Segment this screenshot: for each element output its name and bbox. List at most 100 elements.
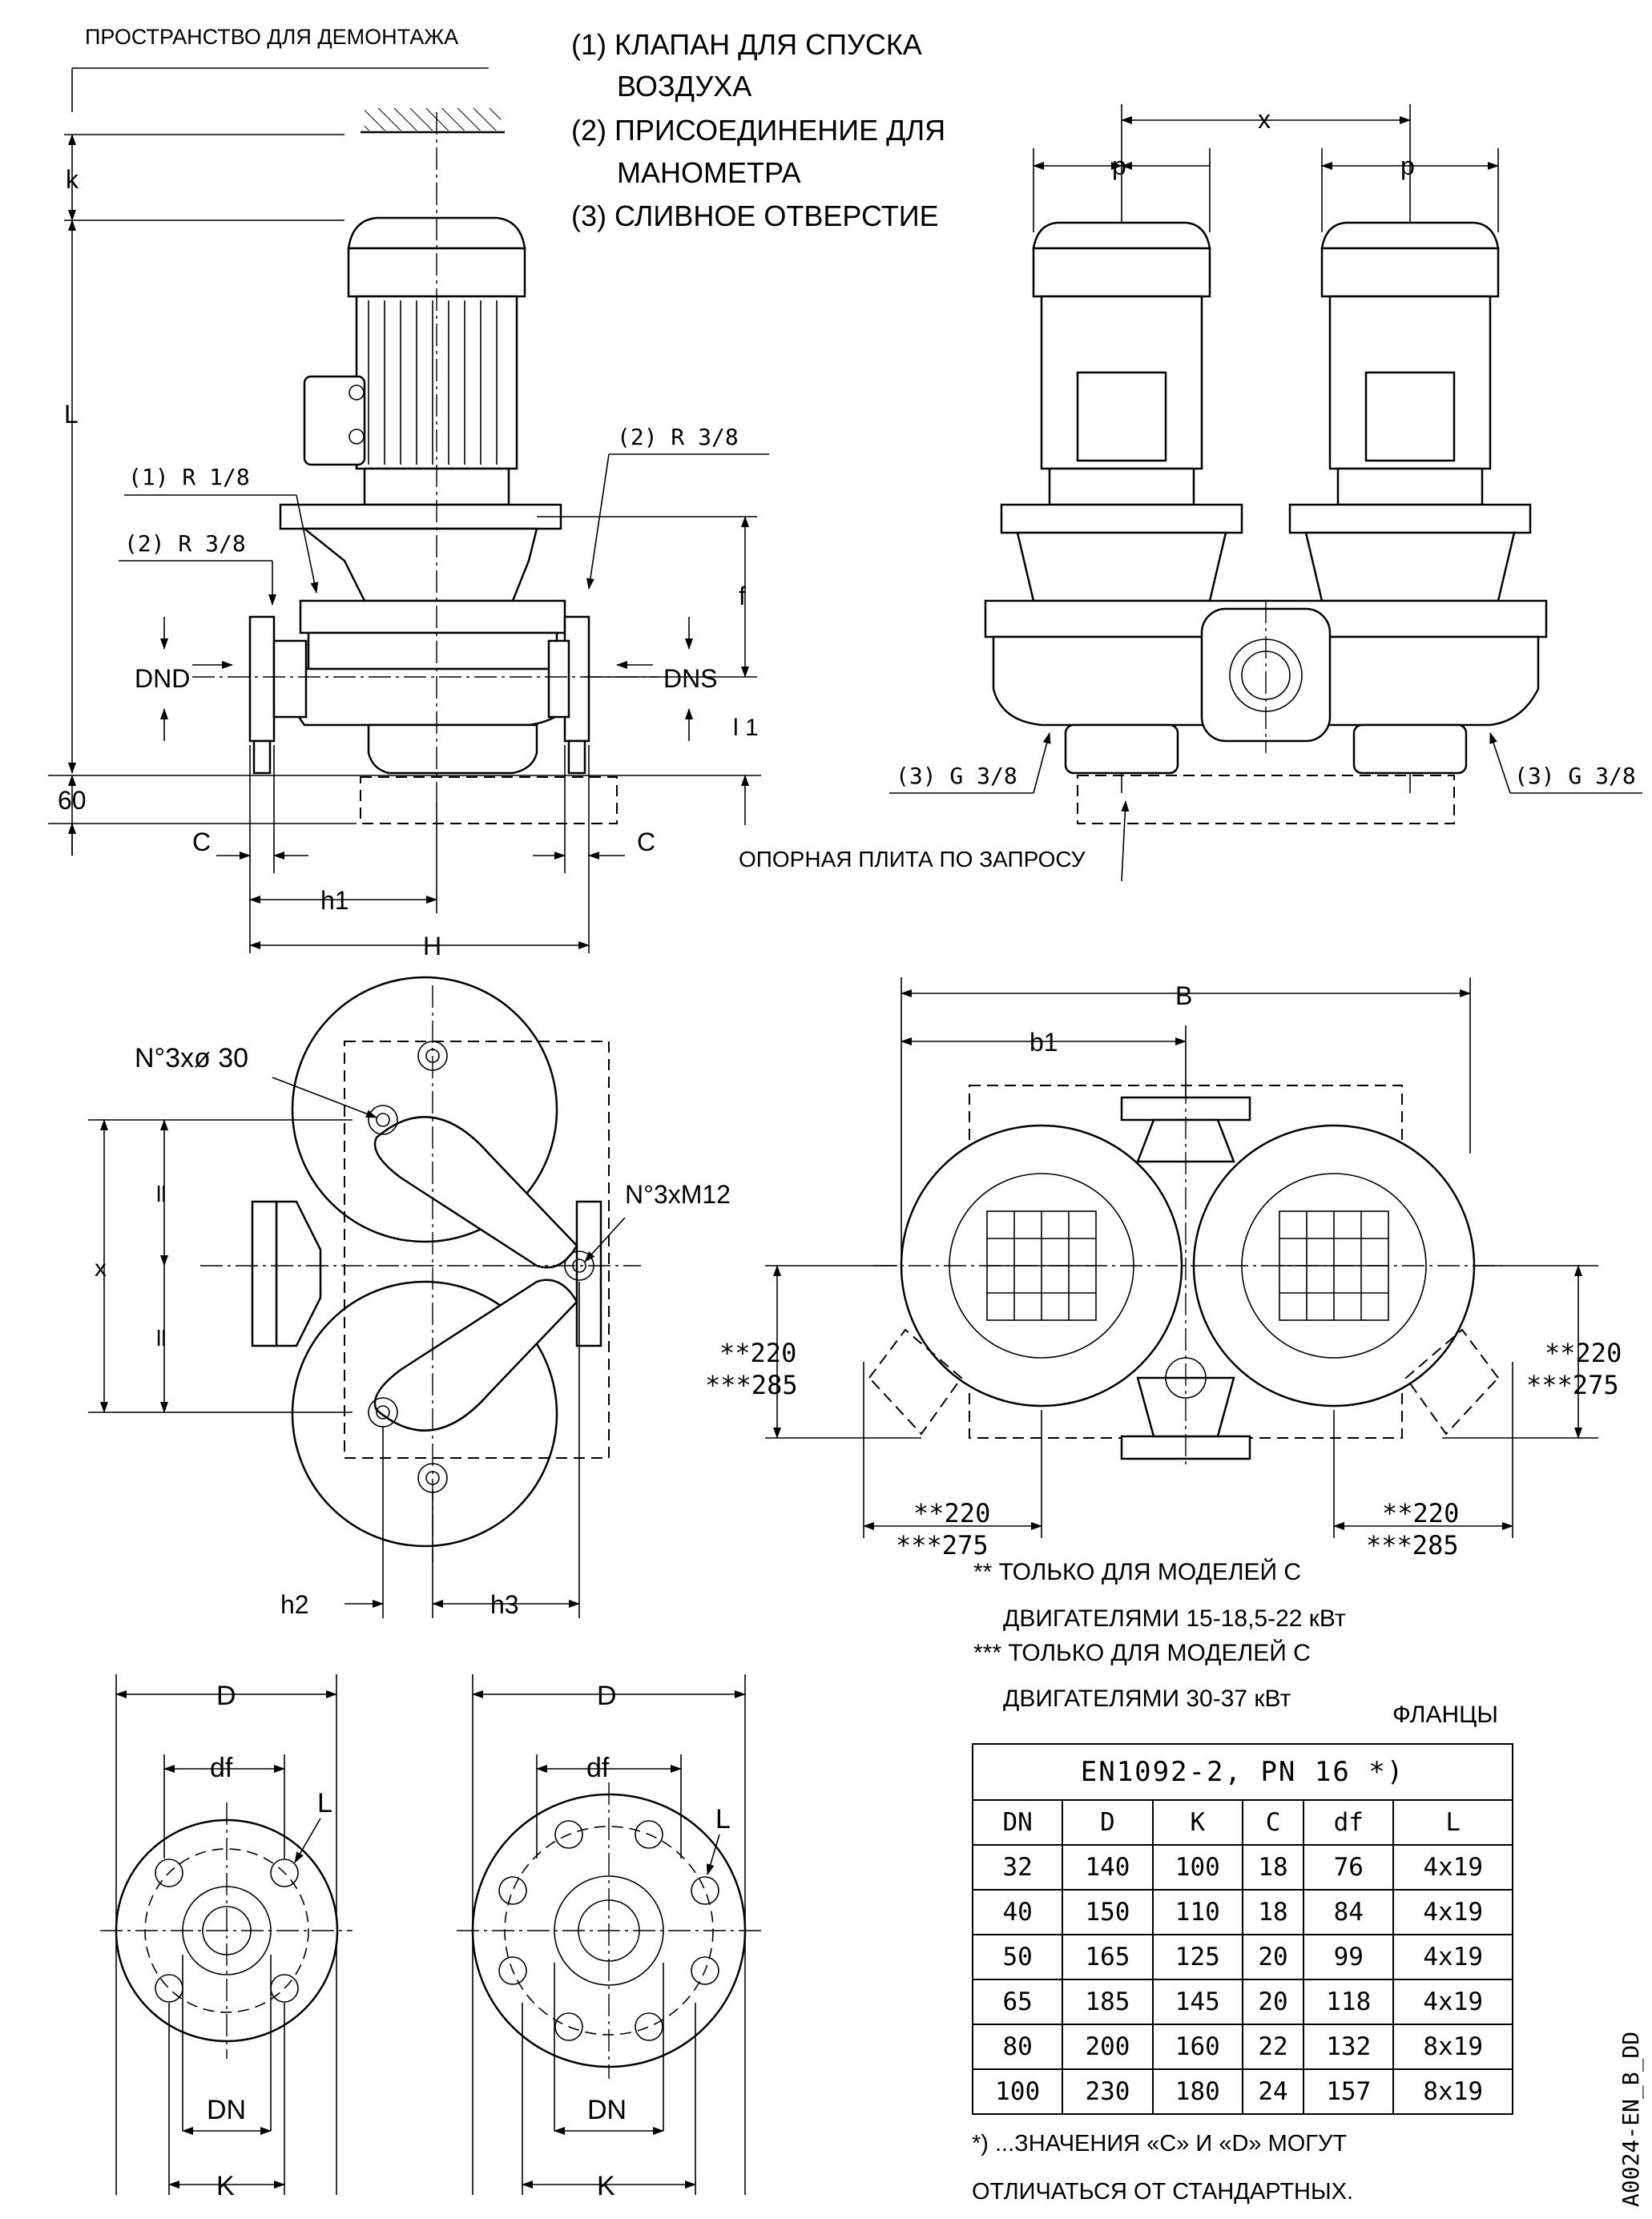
col-D: D xyxy=(1062,1799,1154,1846)
front-view: x p p (3) G 3/8 xyxy=(739,104,1642,882)
table-cell: 150 xyxy=(1062,1889,1154,1935)
table-cell: 80 xyxy=(971,2024,1064,2070)
flange-table-caption: ФЛАНЦЫ xyxy=(1392,1702,1498,1728)
table-cell: 84 xyxy=(1303,1889,1395,1935)
table-cell: 8x19 xyxy=(1392,2024,1513,2070)
table-cell: 4x19 xyxy=(1392,1889,1513,1935)
label-g38-left: (3) G 3/8 xyxy=(896,763,1017,789)
label-r18: (1) R 1/8 xyxy=(128,464,250,490)
top-view: N°3xø 30 N°3xM12 x ll ll h2 h3 xyxy=(88,976,731,1619)
label-g38-right: (3) G 3/8 xyxy=(1514,763,1636,789)
dim-h1: h1 xyxy=(320,886,349,915)
dim-h3: h3 xyxy=(490,1590,519,1619)
flange2-K: K xyxy=(597,2171,615,2201)
dim-l1: l 1 xyxy=(733,715,759,741)
table-cell: 132 xyxy=(1303,2024,1395,2070)
flange1-L: L xyxy=(317,1788,332,1818)
dim-p-right: p xyxy=(1400,151,1415,180)
flange2-L: L xyxy=(715,1804,731,1834)
col-K: K xyxy=(1151,1799,1243,1846)
table-cell: 8x19 xyxy=(1392,2068,1513,2115)
flange-8-hole: D df L DN K xyxy=(457,1674,761,2201)
table-cell: 230 xyxy=(1062,2068,1154,2115)
table-cell: 24 xyxy=(1241,2068,1305,2115)
dim-DND: DND xyxy=(135,664,190,693)
legend-item1-line1: (1) КЛАПАН ДЛЯ СПУСКА xyxy=(571,28,922,61)
table-cell: 18 xyxy=(1241,1844,1305,1891)
table-cell: 145 xyxy=(1151,1979,1243,2025)
dim-bl-275: ***275 xyxy=(896,1530,989,1561)
dim-B: B xyxy=(1175,981,1192,1010)
table-cell: 65 xyxy=(971,1979,1064,2025)
dim-C-right: C xyxy=(637,828,655,856)
note1-line2: ДВИГАТЕЛЯМИ 15-18,5-22 кВт xyxy=(1003,1605,1346,1632)
drawing-code: A0024-EN_B_DD xyxy=(1618,2032,1645,2207)
table-cell: 185 xyxy=(1062,1979,1154,2025)
dim-h2: h2 xyxy=(280,1590,309,1619)
col-df: df xyxy=(1303,1799,1395,1846)
table-cell: 50 xyxy=(971,1934,1064,1980)
col-DN: DN xyxy=(971,1799,1064,1846)
base-plate-label: ОПОРНАЯ ПЛИТА ПО ЗАПРОСУ xyxy=(739,847,1086,872)
plan-view: B b1 **220 ***285 **220 xyxy=(705,977,1622,1561)
flange-table-title: EN1092-2, PN 16 *) xyxy=(972,1743,1513,1801)
table-cell: 125 xyxy=(1151,1934,1243,1980)
dim-k: k xyxy=(66,165,79,194)
table-cell: 4x19 xyxy=(1392,1934,1513,1980)
note2-line2: ДВИГАТЕЛЯМИ 30-37 кВт xyxy=(1003,1685,1291,1712)
label-r38-right: (2) R 3/8 xyxy=(617,424,739,450)
dim-DNS: DNS xyxy=(663,664,718,693)
table-cell: 18 xyxy=(1241,1889,1305,1935)
flange1-df: df xyxy=(210,1753,233,1783)
legend-item2-line1: (2) ПРИСОЕДИНЕНИЕ ДЛЯ xyxy=(571,114,945,147)
dim-bl-220: **220 xyxy=(913,1498,990,1528)
side-view: k L xyxy=(48,67,769,960)
table-cell: 118 xyxy=(1303,1979,1395,2025)
dismantle-space-label: ПРОСТРАНСТВО ДЛЯ ДЕМОНТАЖА xyxy=(85,25,458,49)
table-cell: 22 xyxy=(1241,2024,1305,2070)
label-m12: N°3xM12 xyxy=(625,1180,731,1209)
col-L: L xyxy=(1392,1799,1513,1846)
dim-right-275: ***275 xyxy=(1526,1370,1619,1400)
table-cell: 20 xyxy=(1241,1979,1305,2025)
dim-br-285: ***285 xyxy=(1366,1530,1459,1561)
dim-b1: b1 xyxy=(1029,1028,1058,1057)
label-holes: N°3xø 30 xyxy=(135,1043,248,1073)
legend-item1-line2: ВОЗДУХА xyxy=(617,70,751,103)
table-cell: 76 xyxy=(1303,1844,1395,1891)
flange2-df: df xyxy=(586,1753,610,1783)
table-cell: 110 xyxy=(1151,1889,1243,1935)
flange-footnote-line1: *) ...ЗНАЧЕНИЯ «С» И «D» МОГУТ xyxy=(972,2131,1347,2157)
flange-footnote-line2: ОТЛИЧАТЬСЯ ОТ СТАНДАРТНЫХ. xyxy=(972,2179,1353,2205)
dim-left-220: **220 xyxy=(719,1338,796,1368)
label-r38-left: (2) R 3/8 xyxy=(124,530,246,557)
flange1-D: D xyxy=(216,1681,236,1711)
flange2-D: D xyxy=(597,1681,617,1711)
legend-item3: (3) СЛИВНОЕ ОТВЕРСТИЕ xyxy=(571,199,939,232)
dim-ll-bottom: ll xyxy=(156,1326,166,1351)
table-cell: 157 xyxy=(1303,2068,1395,2115)
table-cell: 40 xyxy=(971,1889,1064,1935)
table-cell: 4x19 xyxy=(1392,1844,1513,1891)
dim-60: 60 xyxy=(58,786,87,815)
flange1-K: K xyxy=(216,2171,235,2201)
table-cell: 99 xyxy=(1303,1934,1395,1980)
note2-line1: *** ТОЛЬКО ДЛЯ МОДЕЛЕЙ С xyxy=(973,1639,1311,1666)
table-cell: 180 xyxy=(1151,2068,1243,2115)
dim-right-220: **220 xyxy=(1545,1338,1622,1368)
flange1-DN: DN xyxy=(207,2095,246,2125)
dim-L: L xyxy=(64,400,79,429)
note1-line1: ** ТОЛЬКО ДЛЯ МОДЕЛЕЙ С xyxy=(973,1558,1301,1585)
table-cell: 160 xyxy=(1151,2024,1243,2070)
table-cell: 20 xyxy=(1241,1934,1305,1980)
dim-x-top: x xyxy=(95,1255,107,1282)
table-cell: 32 xyxy=(971,1844,1064,1891)
col-C: C xyxy=(1241,1799,1305,1846)
dim-br-220: **220 xyxy=(1382,1498,1459,1528)
table-cell: 200 xyxy=(1062,2024,1154,2070)
